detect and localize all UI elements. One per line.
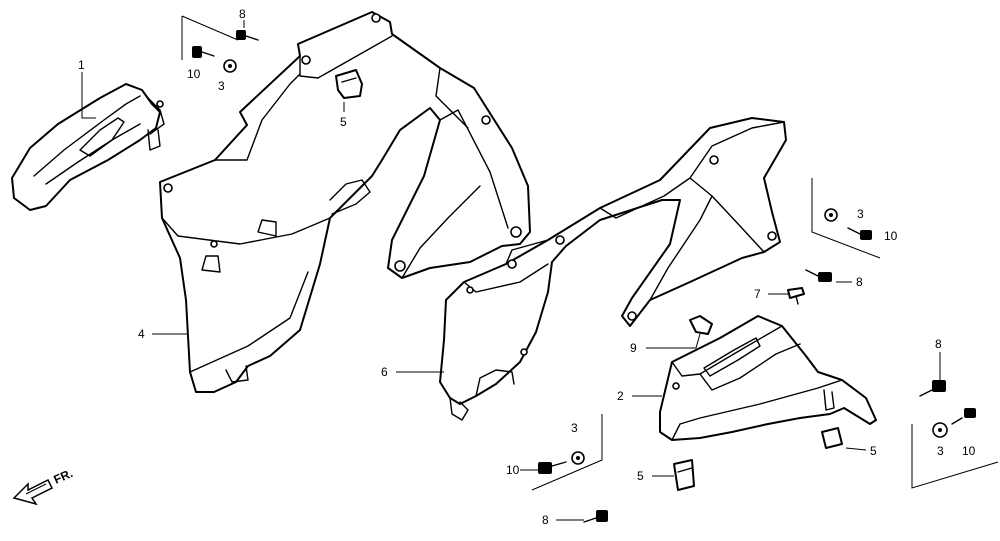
front-label: FR.: [52, 466, 75, 487]
bracket-top-line: [181, 15, 239, 41]
callout-3-right: 3: [857, 207, 864, 221]
callout-10-bottom: 10: [506, 463, 520, 477]
callout-2: 2: [617, 389, 624, 403]
bolt-10-top: [192, 46, 237, 73]
callout-10-far-right: 10: [962, 444, 976, 458]
clip-5-top: [335, 69, 363, 99]
bracket-far-right: [911, 424, 999, 489]
callout-3-bottom: 3: [571, 421, 578, 435]
callout-6: 6: [381, 365, 388, 379]
nut-9: [689, 315, 713, 335]
bolt-8-top: [236, 30, 259, 41]
bolt-10-bottom: [538, 451, 585, 474]
washer-3-far-right: [932, 422, 948, 438]
callout-1: 1: [78, 58, 85, 72]
callout-8-far-right: 8: [935, 337, 942, 351]
callout-9: 9: [630, 341, 637, 355]
bolt-8-right: [805, 269, 832, 282]
front-direction-arrow: FR.: [12, 466, 75, 506]
callout-5-top: 5: [340, 115, 347, 129]
bracket-right: [811, 178, 881, 259]
part-2-cover: [659, 315, 877, 441]
callout-5-right: 5: [870, 444, 877, 458]
clip-5-bottom: [673, 459, 695, 491]
bracket-bottom: [531, 414, 603, 491]
callout-10-top: 10: [187, 67, 201, 81]
bolt-10-far-right: [951, 408, 976, 425]
callout-7: 7: [754, 287, 761, 301]
bolt-10-right: [847, 227, 872, 240]
callout-8-bottom: 8: [542, 513, 549, 527]
callout-3-top: 3: [218, 79, 225, 93]
callout-8-right: 8: [856, 275, 863, 289]
callout-4: 4: [138, 327, 145, 341]
part-4-cover: [159, 11, 531, 393]
bolt-8-far-right: [919, 380, 946, 397]
clip-5-right: [821, 427, 843, 449]
callout-8-top: 8: [239, 7, 246, 21]
washer-3-right: [824, 208, 838, 222]
part-1-cover: [11, 83, 165, 211]
callout-5-bottom: 5: [637, 469, 644, 483]
screw-7: [787, 287, 805, 305]
part-6-cover: [439, 117, 787, 421]
callout-3-far-right: 3: [937, 444, 944, 458]
bolt-8-bottom: [583, 510, 608, 523]
callout-10-right: 10: [884, 229, 898, 243]
